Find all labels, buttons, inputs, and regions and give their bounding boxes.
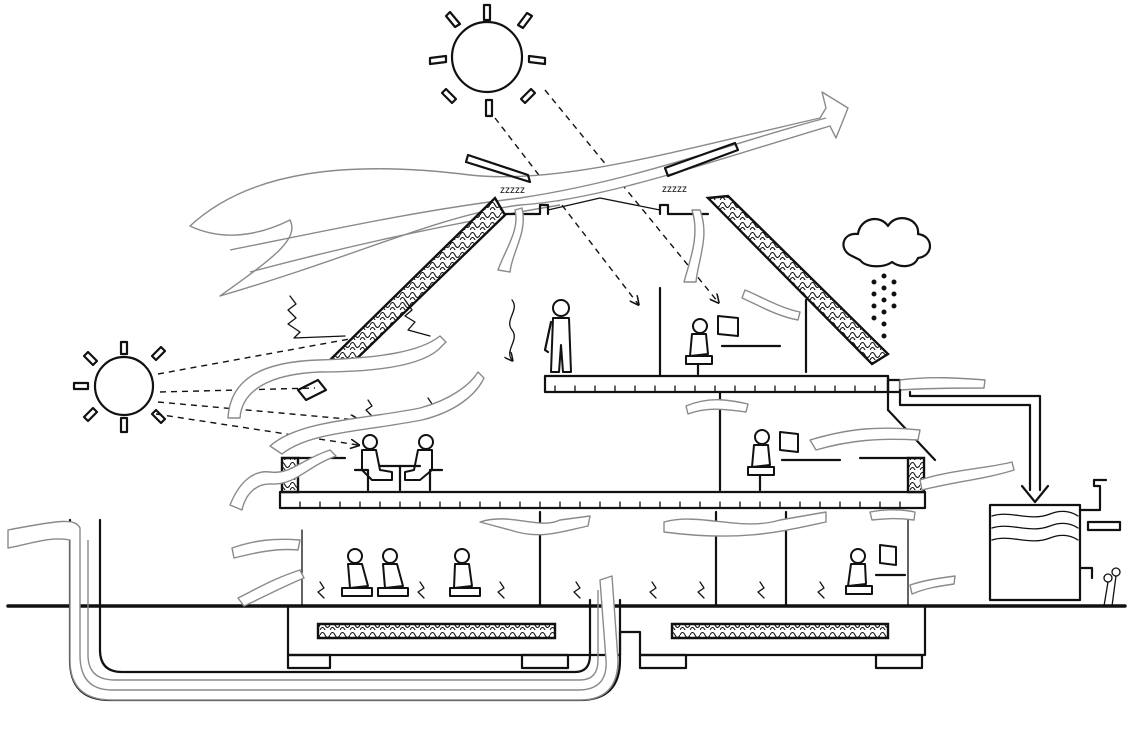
- skylight-louvers: [464, 141, 740, 184]
- computer-monitor-icon: [874, 544, 907, 577]
- person-icon: [353, 434, 393, 492]
- svg-text:zzzzz: zzzzz: [662, 184, 687, 195]
- computer-monitor-icon: [779, 431, 842, 462]
- vent-window: [296, 378, 902, 402]
- person-icon: [449, 548, 481, 597]
- earth-tube: [7, 518, 622, 702]
- water-tank: [988, 503, 1082, 602]
- ground-slab: [6, 604, 1127, 670]
- person-icon: [404, 434, 444, 492]
- meeting-table: [378, 464, 422, 492]
- person-icon: [341, 548, 373, 597]
- roof-structure: zzzzz zzzzz: [325, 184, 890, 372]
- water-tap-icon: [1078, 478, 1122, 580]
- person-icon: [845, 548, 873, 595]
- computer-monitor-icon: [717, 315, 782, 348]
- radiant-heat: [317, 581, 825, 599]
- person-icon: [377, 548, 409, 597]
- person-icon: [685, 318, 713, 376]
- upper-floor-slab: [543, 286, 937, 492]
- cloud-icon: [842, 217, 932, 268]
- sun-icon: [428, 3, 547, 118]
- exhaust-air-flow: [189, 91, 849, 297]
- rain-drops-icon: [871, 273, 897, 339]
- svg-text:zzzzz: zzzzz: [500, 185, 525, 196]
- sun-icon: [72, 340, 167, 434]
- rainwater-pipe: [898, 388, 1050, 504]
- person-icon: [543, 299, 572, 373]
- person-icon: [747, 429, 775, 492]
- flower-icon: [1103, 567, 1121, 607]
- supply-air-flow: [227, 289, 1015, 607]
- stack-air-flow: [497, 207, 705, 360]
